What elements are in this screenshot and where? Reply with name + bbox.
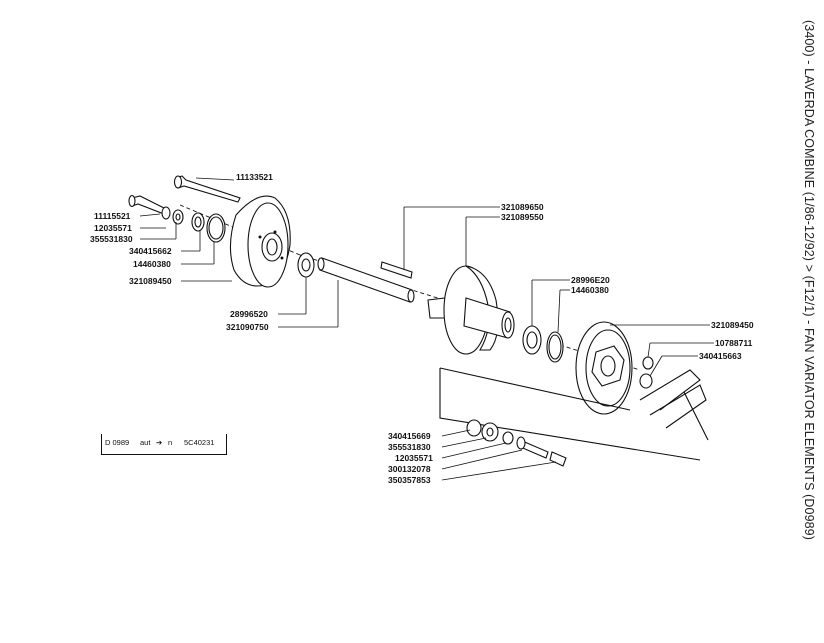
left-bearing: [297, 252, 315, 278]
hub-disc: [427, 265, 515, 355]
label-340415662: 340415662: [129, 246, 172, 256]
label-355531830: 355531830: [90, 234, 133, 244]
small-bolt: [128, 194, 167, 215]
right-small-parts: [639, 356, 654, 389]
label-300132078: 300132078: [388, 464, 431, 474]
range-from: aut: [140, 438, 151, 447]
label-12035571: 12035571: [94, 223, 132, 233]
range-to: n: [168, 438, 173, 447]
label-350357853: 350357853: [388, 475, 431, 485]
label-14460380: 14460380: [133, 259, 171, 269]
label-321089650: 321089650: [501, 202, 544, 212]
label-12035571-bottom: 12035571: [395, 453, 433, 463]
long-bolt: [173, 175, 241, 203]
label-340415669: 340415669: [388, 431, 431, 441]
label-28996E20: 28996E20: [571, 275, 610, 285]
key-pin: [380, 261, 413, 279]
label-321090750: 321090750: [226, 322, 269, 332]
label-10788711: 10788711: [715, 338, 753, 348]
label-321089550: 321089550: [501, 212, 544, 222]
label-340415663: 340415663: [699, 351, 742, 361]
label-11115521: 11115521: [94, 211, 131, 221]
right-bearing-ring: [522, 325, 564, 363]
part-labels: 11133521 11115521 12035571 355531830 340…: [90, 172, 754, 485]
left-pulley-disc: [229, 195, 291, 288]
right-pulley-disc: [575, 321, 633, 415]
leader-lines: [139, 177, 714, 481]
label-321089450: 321089450: [129, 276, 172, 286]
label-28996520: 28996520: [230, 309, 268, 319]
drawing-number: D 0989: [105, 438, 130, 447]
part-code: 5C40231: [184, 438, 215, 447]
shaft: [317, 257, 415, 303]
label-11133521: 11133521: [236, 172, 273, 182]
bottom-parts: [466, 419, 567, 467]
fan-frame: [439, 367, 709, 461]
drawing-code-box: D 0989 aut ➔ n 5C40231: [101, 434, 227, 455]
label-355531830-bottom: 355531830: [388, 442, 431, 452]
left-washers: [161, 206, 226, 243]
label-14460380-right: 14460380: [571, 285, 609, 295]
label-321089450-right: 321089450: [711, 320, 754, 330]
arrow-icon: ➔: [156, 438, 163, 447]
